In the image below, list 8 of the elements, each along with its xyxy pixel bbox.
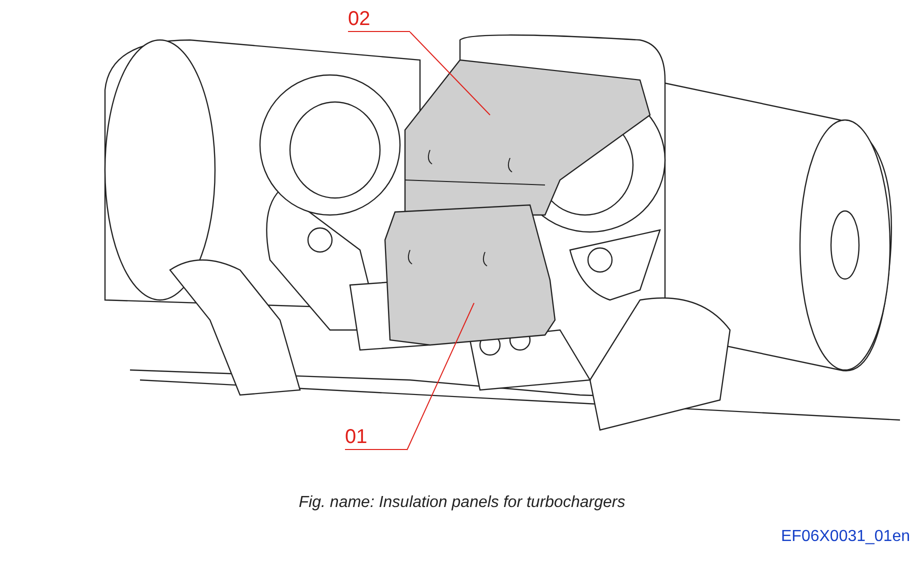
leader-line [410, 32, 490, 116]
figure-caption: Fig. name: Insulation panels for turbochargers [298, 494, 626, 512]
leader-line [406, 302, 474, 450]
callout-number: 02 [348, 8, 410, 32]
insulation-panel [404, 59, 651, 216]
callout-number: 01 [345, 426, 407, 450]
drawing-code: EF06X0031_01en [781, 528, 910, 546]
insulation-panel [384, 204, 556, 346]
